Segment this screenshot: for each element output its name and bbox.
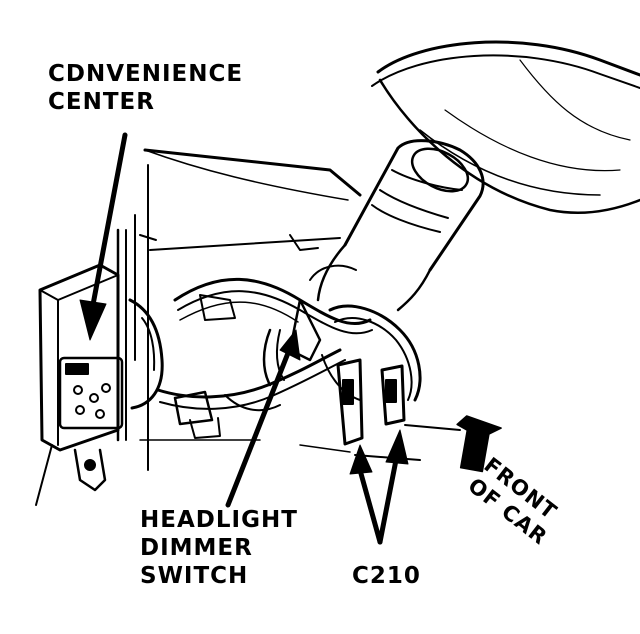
mounting-bracket: [116, 214, 164, 442]
convenience-center-label: CDNVENIENCE CENTER: [48, 60, 243, 116]
headlight-dimmer-switch-label: HEADLIGHT DIMMER SWITCH: [140, 506, 298, 590]
c210-label: C210: [352, 562, 421, 590]
label-line: CENTER: [48, 89, 155, 115]
wiring-harness: [156, 264, 422, 439]
label-line: DIMMER: [140, 535, 253, 561]
c210-connectors: [336, 358, 406, 446]
label-line: HEADLIGHT: [140, 507, 298, 533]
label-line: C210: [352, 563, 421, 589]
label-line: CDNVENIENCE: [48, 61, 244, 87]
label-line: SWITCH: [140, 563, 249, 589]
steering-wheel: [371, 40, 640, 215]
steering-column: [316, 139, 485, 312]
convenience-center-unit: [35, 263, 124, 506]
front-direction-arrow: [456, 415, 502, 473]
pointer-arrows: [79, 132, 409, 545]
